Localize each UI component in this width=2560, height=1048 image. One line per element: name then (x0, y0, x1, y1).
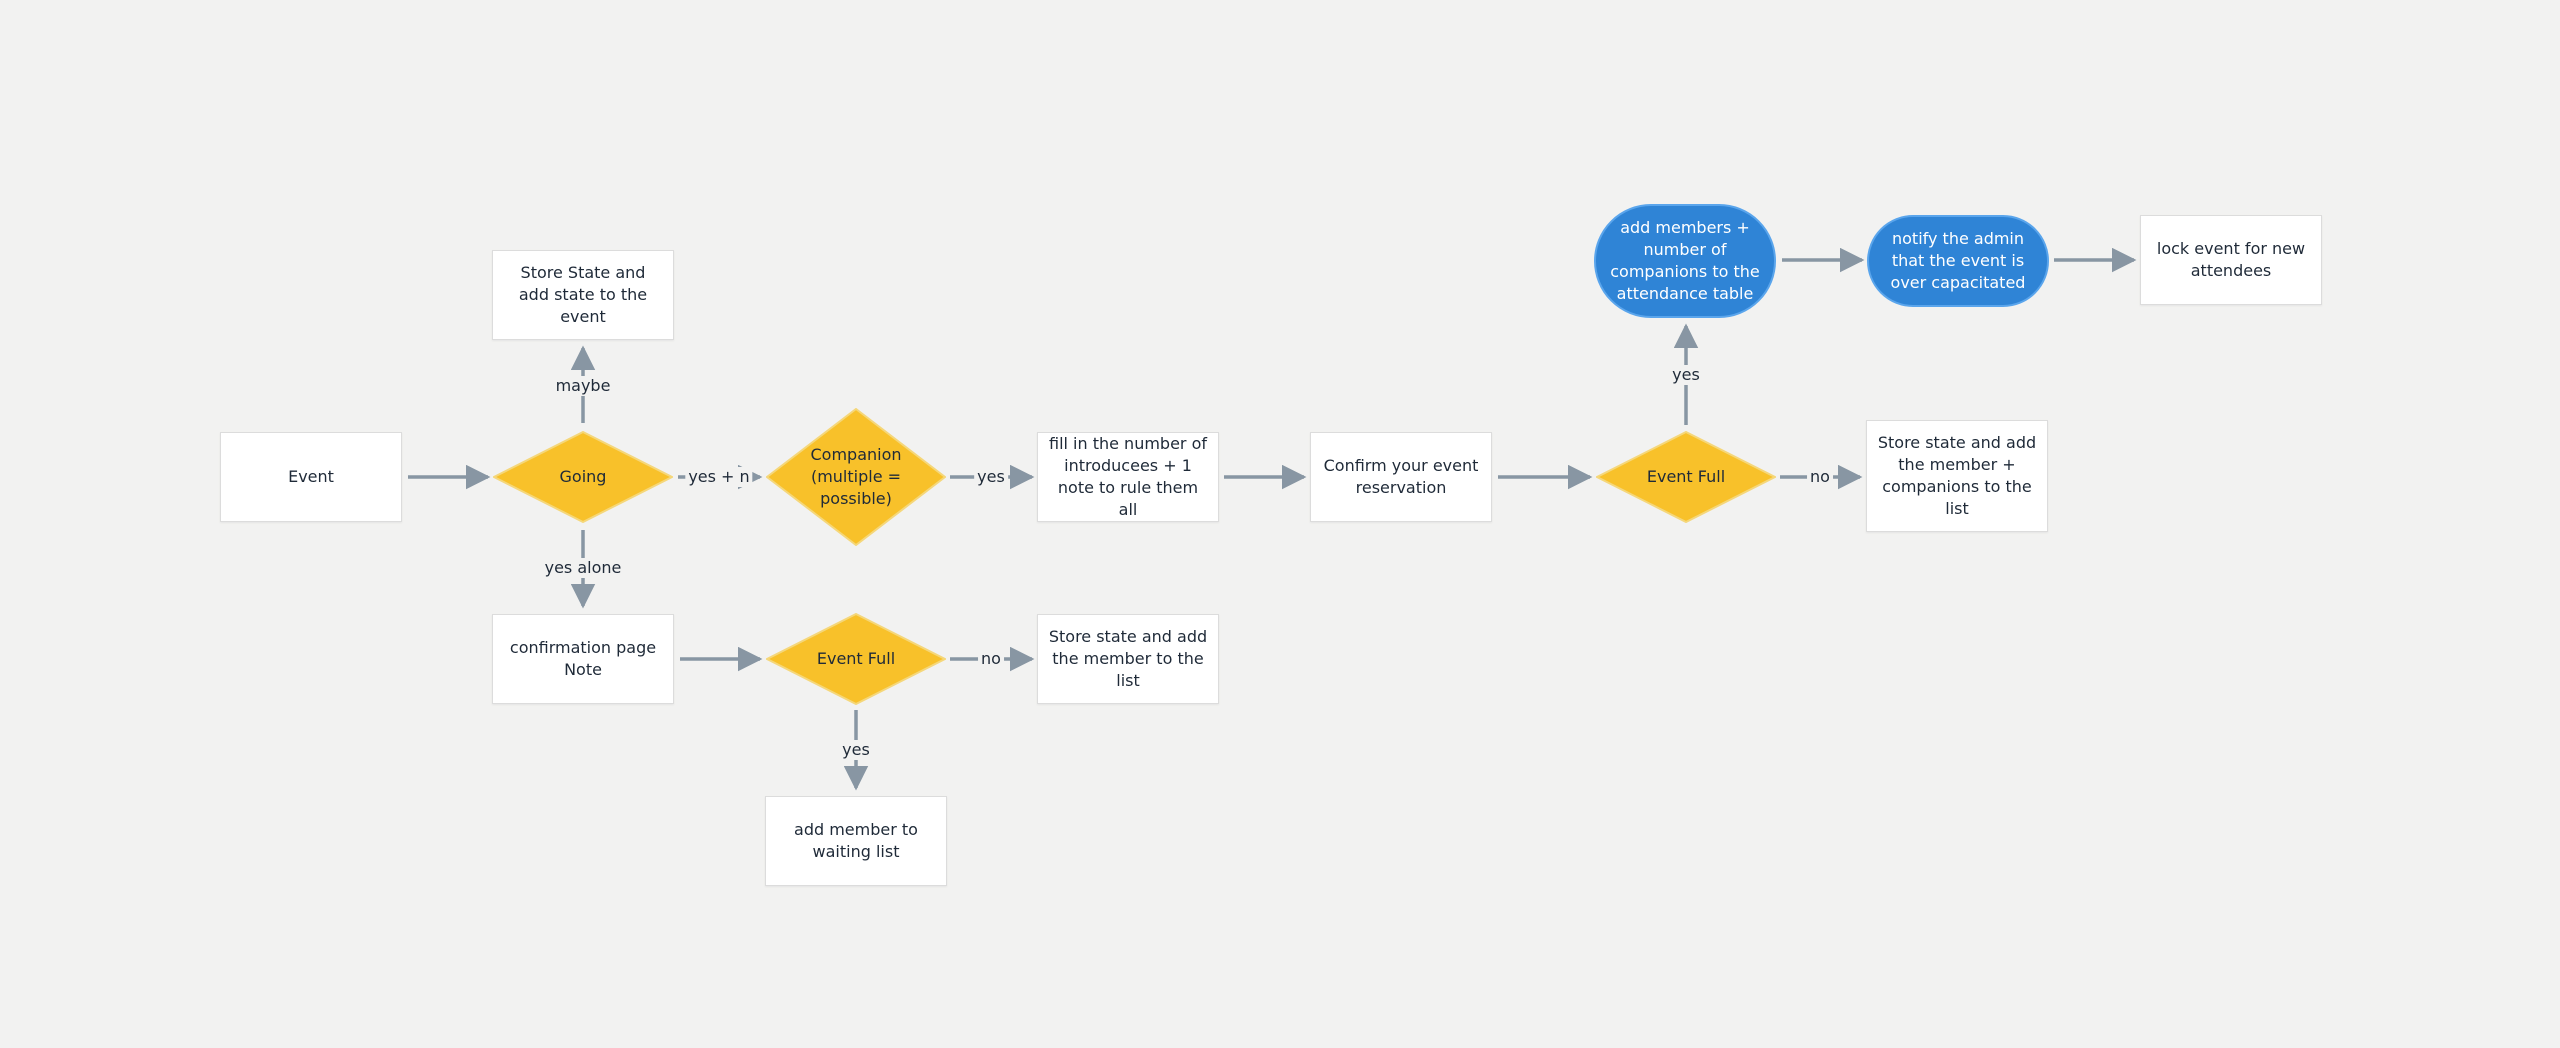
node-lock-event[interactable]: lock event for new attendees (2140, 215, 2322, 305)
node-store-member-companions[interactable]: Store state and add the member + compani… (1866, 420, 2048, 532)
node-add-waiting-list[interactable]: add member to waiting list (765, 796, 947, 886)
edge-label-no-upper: no (1807, 467, 1833, 487)
node-confirmation-page[interactable]: confirmation page Note (492, 614, 674, 704)
edge-label-yes-lower: yes (839, 740, 873, 760)
diamond-shape (766, 613, 946, 705)
edge-label-yes-alone: yes alone (541, 558, 625, 578)
node-store-state-event[interactable]: Store State and add state to the event (492, 250, 674, 340)
edge-label-maybe: maybe (552, 376, 614, 396)
decision-event-full-lower-label: Event Full (816, 649, 896, 668)
node-add-members-attendance[interactable]: add members + number of companions to th… (1594, 204, 1776, 318)
node-notify-admin[interactable]: notify the admin that the event is over … (1867, 215, 2049, 307)
edge-label-yes-n: yes + n (685, 467, 753, 487)
edge-label-no-lower: no (978, 649, 1004, 669)
edge-label-yes-companion: yes (974, 467, 1008, 487)
diamond-shape (1596, 431, 1776, 523)
node-event[interactable]: Event (220, 432, 402, 522)
decision-companion[interactable]: Companion (multiple = possible) (766, 408, 946, 546)
decision-event-full-upper-label: Event Full (1646, 467, 1726, 486)
decision-companion-label: Companion (multiple = possible) (810, 445, 902, 508)
decision-going-label: Going (559, 467, 607, 486)
decision-event-full-lower[interactable]: Event Full (766, 613, 946, 705)
node-store-member-list[interactable]: Store state and add the member to the li… (1037, 614, 1219, 704)
decision-event-full-upper[interactable]: Event Full (1596, 431, 1776, 523)
diamond-shape (493, 431, 673, 523)
node-confirm-reservation[interactable]: Confirm your event reservation (1310, 432, 1492, 522)
decision-going[interactable]: Going (493, 431, 673, 523)
diamond-shape (766, 408, 946, 546)
edge-label-yes-upper: yes (1669, 365, 1703, 385)
node-fill-number[interactable]: fill in the number of introducees + 1 no… (1037, 432, 1219, 522)
